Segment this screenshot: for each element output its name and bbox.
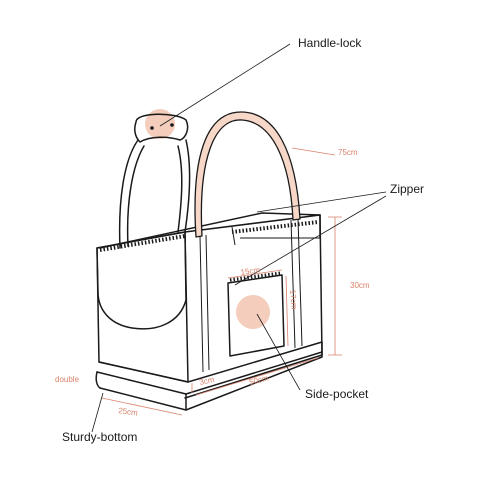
handles [118,109,301,249]
handle-length-text: 75cm [338,148,358,157]
length-text: 50cm [248,373,269,387]
right-handle [194,111,301,238]
bag-body [95,212,323,411]
side-pocket-label: Side-pocket [305,387,369,401]
bottom-height-text: 3cm [199,375,216,387]
side-pocket-highlight [236,295,270,329]
pocket-height-text: 17cm [288,289,299,310]
sturdy-bottom-label: Sturdy-bottom [62,430,137,444]
pocket-width-text: 15cm [240,265,261,277]
handle-lock-label: Handle-lock [298,36,362,50]
side-pocket [227,271,285,357]
double-text: double [55,375,80,384]
measurement-lines [101,147,342,416]
height-text: 30cm [350,281,370,290]
handle-lock-highlight [145,109,175,139]
label-leaders [91,43,387,433]
depth-text: 25cm [118,406,139,418]
zipper-label: Zipper [390,182,424,196]
handle-lock [134,113,189,143]
